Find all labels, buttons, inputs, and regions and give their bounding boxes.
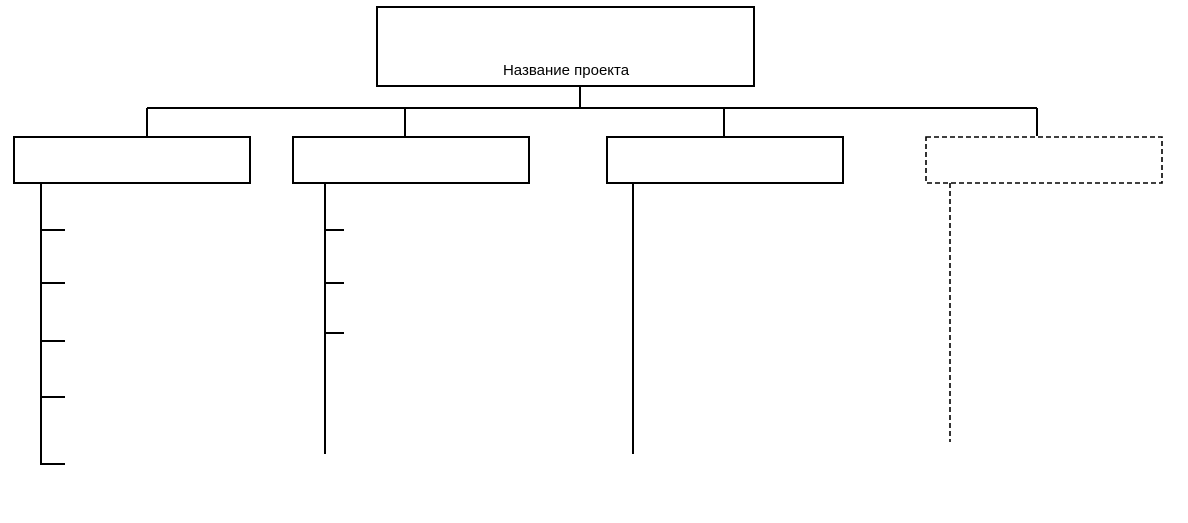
branch-node-3-box — [606, 136, 844, 184]
branch-node-1[interactable] — [13, 136, 251, 184]
branch-node-4-optional[interactable] — [925, 136, 1163, 184]
root-node[interactable]: Название проекта — [376, 6, 755, 87]
branch-node-4-box — [925, 136, 1163, 184]
branch-2-sublist — [324, 183, 344, 454]
root-node-box — [376, 6, 755, 87]
branch-node-2[interactable] — [292, 136, 530, 184]
root-node-label: Название проекта — [503, 62, 630, 79]
branch-1-sublist — [40, 183, 65, 465]
branch-node-3[interactable] — [606, 136, 844, 184]
root-connectors — [146, 86, 1038, 136]
branch-node-2-box — [292, 136, 530, 184]
branch-node-1-box — [13, 136, 251, 184]
